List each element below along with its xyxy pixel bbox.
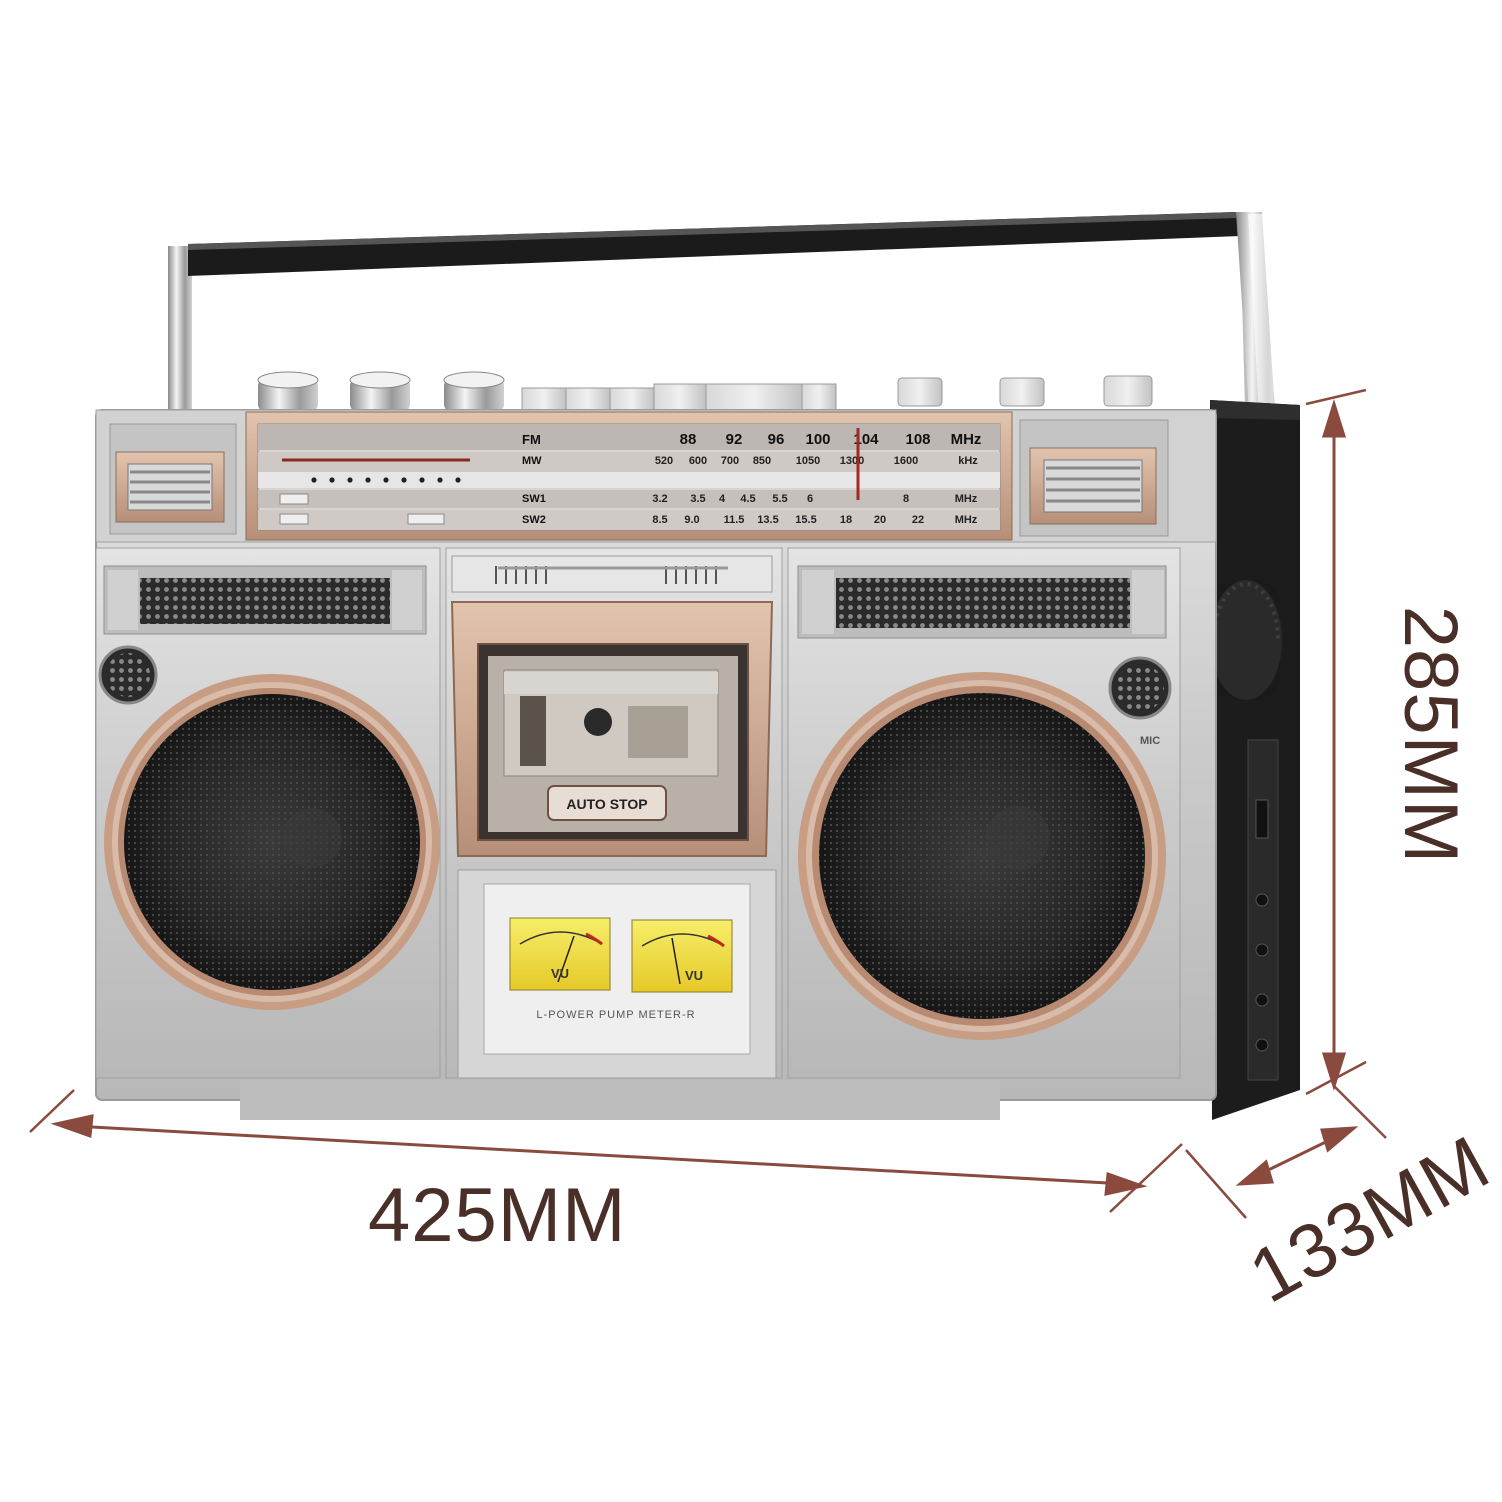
- sw2-mark: 15.5: [795, 514, 816, 526]
- side-jack: [1255, 993, 1269, 1007]
- sw1-mark: 3.5: [690, 493, 705, 505]
- auto-stop-button[interactable]: [547, 785, 667, 821]
- right-speaker-section: MIC: [787, 547, 1181, 1079]
- sw1-mark: 3.2: [652, 493, 667, 505]
- band-fm-name: FM: [522, 432, 541, 447]
- sw1-mark: 5.5: [772, 493, 787, 505]
- fm-mark: 92: [726, 431, 743, 448]
- left-vu-meter: VU: [509, 917, 611, 991]
- dimension-lines: [29, 388, 1387, 1219]
- depth-dimension-line: [1185, 1085, 1387, 1219]
- sw1-unit: MHz: [955, 493, 978, 505]
- right-vu-label: VU: [685, 968, 703, 983]
- side-jack: [1255, 943, 1269, 957]
- fm-mark: 104: [853, 431, 879, 448]
- sw1-mark: 4.5: [740, 493, 755, 505]
- function-key[interactable]: [999, 377, 1045, 407]
- mic-label: MIC: [1140, 735, 1160, 747]
- meter-panel-label: L-POWER PUMP METER-R: [536, 1009, 695, 1021]
- mw-unit: kHz: [958, 455, 978, 467]
- fm-mark: 108: [905, 431, 930, 448]
- mw-mark: 850: [753, 455, 771, 467]
- mw-mark: 600: [689, 455, 707, 467]
- sw2-mark: 18: [840, 514, 852, 526]
- cassette-keys[interactable]: [521, 383, 837, 411]
- band-key[interactable]: [897, 377, 943, 407]
- mode-key[interactable]: [1103, 375, 1153, 407]
- top-controls: [257, 371, 1153, 412]
- mw-mark: 700: [721, 455, 739, 467]
- vu-meter-panel: VU VU L-POWER PUMP METER-R: [457, 869, 777, 1079]
- right-speaker: [798, 672, 1166, 1040]
- width-dimension-line: [29, 1089, 1183, 1213]
- sound-indicator: [279, 513, 309, 525]
- right-mic-grille: [1108, 656, 1172, 720]
- balance-knob[interactable]: [443, 371, 505, 412]
- width-dimension-label: 425MM: [368, 1173, 627, 1258]
- side-panel: [1210, 400, 1300, 1120]
- fm-mark: 100: [805, 431, 830, 448]
- band-sw1-name: SW1: [522, 493, 546, 505]
- carry-handle: [168, 212, 1282, 520]
- left-mic-grille: [98, 645, 158, 705]
- height-dimension-line: [1305, 388, 1367, 1096]
- sw2-mark: 9.0: [684, 514, 699, 526]
- fm-mark: 96: [768, 431, 785, 448]
- fm-mode-indicator: [407, 513, 445, 525]
- right-tweeter-grille: [797, 565, 1167, 639]
- sw1-scale: 3.2 3.5 4 4.5 5.5 6 8 MHz: [652, 493, 977, 505]
- sw1-mark: 4: [719, 493, 726, 505]
- left-vu-label: VU: [551, 966, 569, 981]
- sw2-mark: 8.5: [652, 514, 667, 526]
- sw2-unit: MHz: [955, 514, 978, 526]
- fm-unit: MHz: [951, 431, 982, 448]
- mw-mark: 1050: [796, 455, 820, 467]
- band-mw-name: MW: [522, 455, 542, 467]
- left-top-vent: [109, 423, 237, 535]
- height-dimension-label: 285MM: [1388, 605, 1473, 865]
- stereo-indicator: [279, 493, 309, 505]
- tuner-dial: FM MW SW1 SW2 88 92 96 100 104 108 MHz 5…: [245, 411, 1013, 541]
- side-slot: [1255, 799, 1269, 839]
- signal-indicator-dots: [311, 477, 461, 483]
- side-jack: [1255, 893, 1269, 907]
- fm-scale: 88 92 96 100 104 108 MHz: [680, 431, 982, 448]
- sw2-mark: 11.5: [724, 514, 745, 526]
- mw-mark: 1300: [840, 455, 864, 467]
- auto-stop-label: AUTO STOP: [566, 796, 647, 812]
- sw2-mark: 22: [912, 514, 924, 526]
- tuning-knob[interactable]: [1210, 580, 1282, 700]
- left-speaker-section: [95, 547, 441, 1079]
- tone-knob[interactable]: [349, 371, 411, 412]
- sw1-mark: 6: [807, 493, 813, 505]
- band-sw2-name: SW2: [522, 514, 546, 526]
- left-speaker: [104, 674, 440, 1010]
- sw2-mark: 13.5: [757, 514, 778, 526]
- right-top-vent: [1019, 419, 1169, 537]
- sw2-mark: 20: [874, 514, 886, 526]
- mw-mark: 1600: [894, 455, 918, 467]
- cassette-reel: [584, 708, 612, 736]
- counter-strip: [451, 555, 773, 593]
- side-jack: [1255, 1038, 1269, 1052]
- fm-mark: 88: [680, 431, 697, 448]
- cassette-section: AUTO STOP VU VU L-POWER PUMP METER-R: [445, 547, 783, 1079]
- cassette-door[interactable]: AUTO STOP: [450, 601, 774, 857]
- left-tweeter-grille: [103, 565, 427, 635]
- right-vu-meter: VU: [631, 919, 733, 993]
- sw2-scale: 8.5 9.0 11.5 13.5 15.5 18 20 22 MHz: [652, 514, 977, 526]
- side-jack-panel: [1247, 739, 1279, 1081]
- mw-mark: 520: [655, 455, 673, 467]
- sw1-mark: 8: [903, 493, 909, 505]
- volume-knob[interactable]: [257, 371, 319, 412]
